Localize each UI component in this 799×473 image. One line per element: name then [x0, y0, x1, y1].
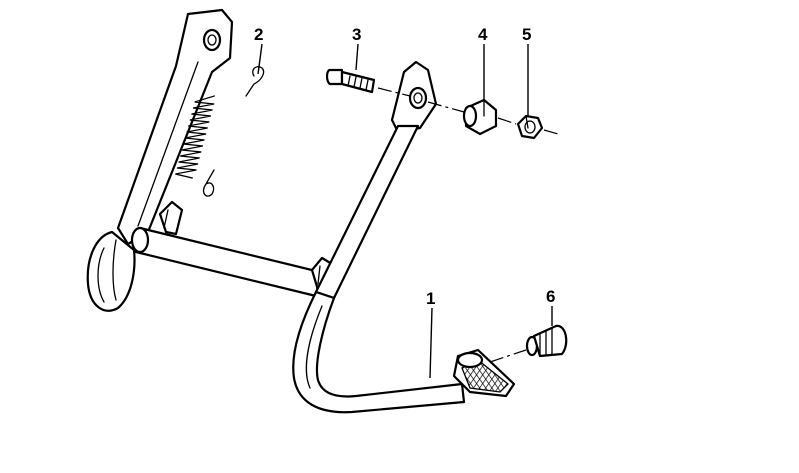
callout-2: 2	[254, 25, 263, 44]
callout-labels: 2 3 4 5 1 6	[254, 25, 555, 308]
left-leg	[86, 8, 234, 312]
callout-1: 1	[426, 289, 435, 308]
callout-6: 6	[546, 287, 555, 306]
callout-4: 4	[478, 25, 488, 44]
hex-bolt	[325, 68, 376, 94]
center-stand-frame	[86, 8, 516, 414]
spring-coils	[175, 95, 215, 179]
assembly-axis-lines	[377, 87, 559, 363]
callout-5: 5	[522, 25, 531, 44]
right-leg	[292, 60, 466, 414]
rubber-buffer	[525, 324, 568, 358]
hex-nut	[516, 114, 544, 140]
callout-3: 3	[352, 25, 361, 44]
leader-lines	[257, 43, 553, 379]
foot-pedal	[452, 348, 516, 398]
cross-tube	[130, 200, 334, 298]
tension-spring	[175, 66, 265, 197]
bushing	[462, 98, 498, 136]
